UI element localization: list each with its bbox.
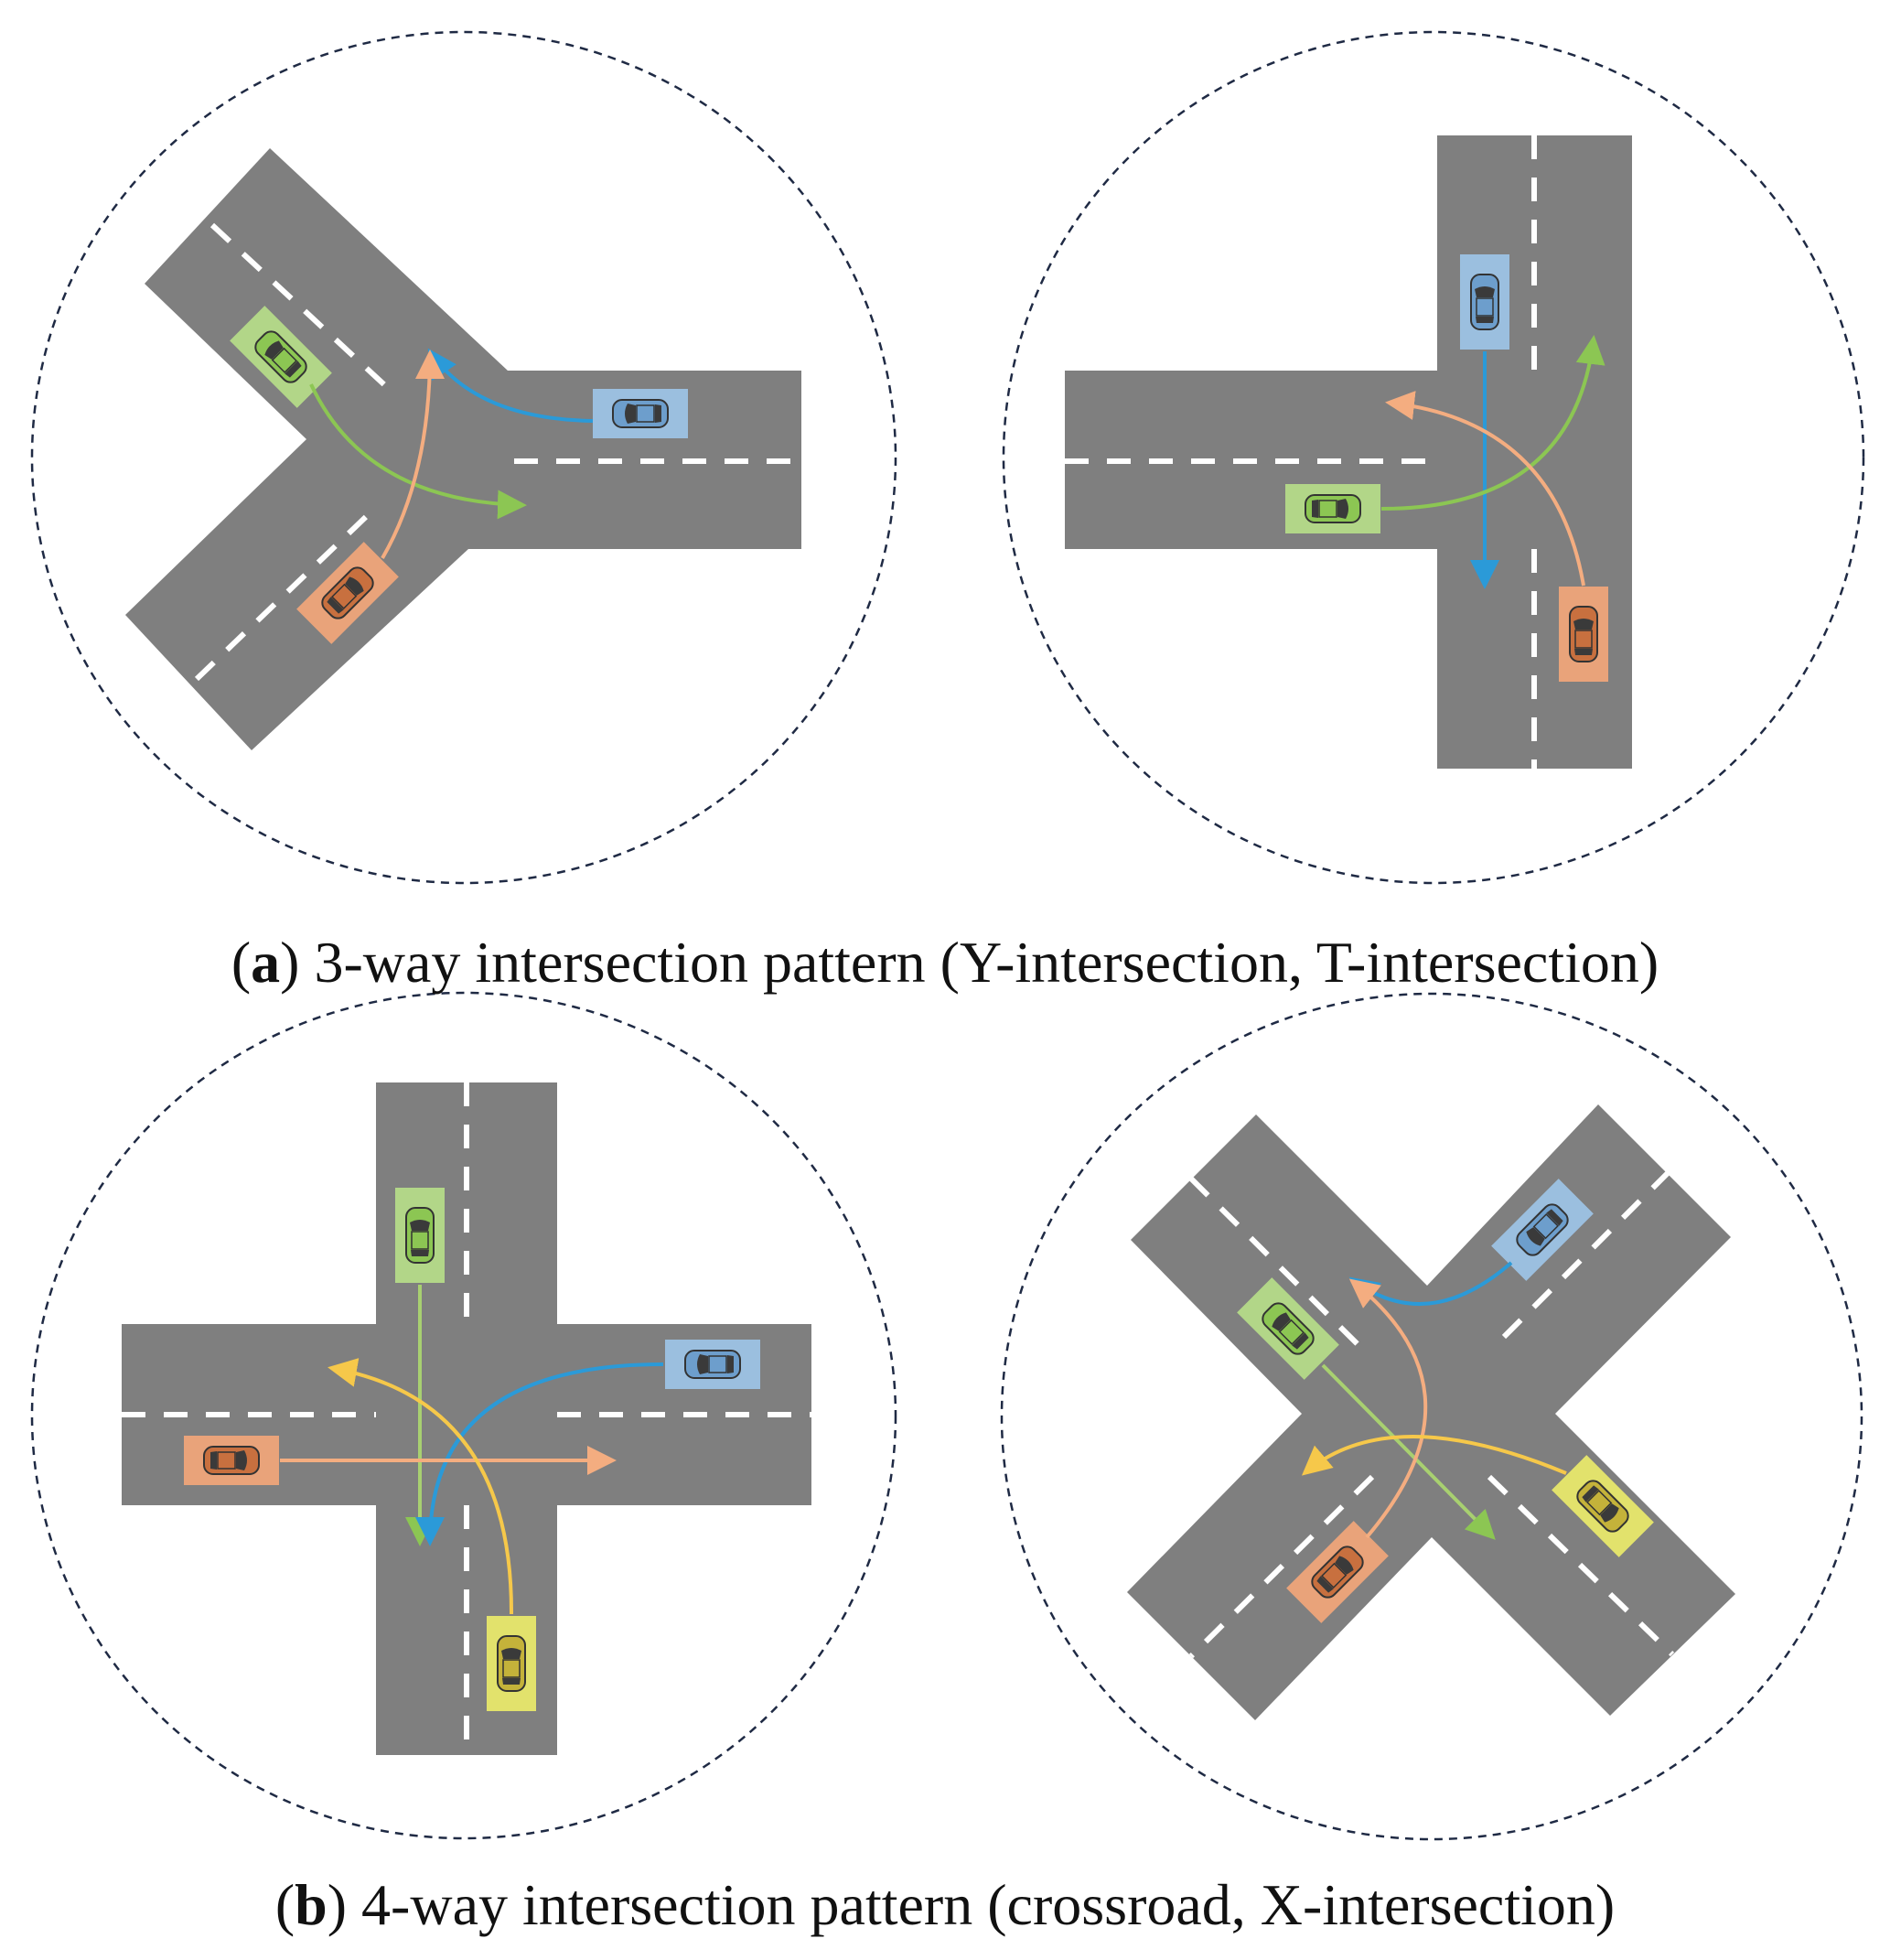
caption-b-text: 4-way intersection pattern (crossroad, X… [361, 1872, 1616, 1937]
panel-boundary [1002, 30, 1865, 885]
car-blue [593, 389, 688, 438]
car-blue [1491, 1179, 1594, 1281]
panel-y-intersection [30, 30, 897, 885]
car-green [1237, 1277, 1339, 1380]
lane-markings [122, 1082, 811, 1755]
car-yellow [1552, 1455, 1654, 1557]
path-yellow [328, 1358, 514, 1615]
car-yellow [487, 1616, 536, 1711]
lane-markings [1065, 135, 1537, 769]
path-orange [1348, 1278, 1428, 1539]
path-orange [1385, 391, 1585, 587]
panel-t-intersection [1002, 30, 1865, 885]
car-orange [296, 542, 399, 644]
path-green [309, 383, 527, 520]
caption-a-text: 3-way intersection pattern (Y-intersecti… [314, 930, 1659, 995]
path-green [1321, 1363, 1496, 1540]
caption-b-label: b [295, 1872, 328, 1937]
car-blue [665, 1340, 760, 1389]
panel-boundary [1000, 992, 1863, 1841]
panel-boundary [30, 30, 897, 885]
panel-boundary [30, 991, 897, 1840]
car-green [1285, 484, 1380, 533]
car-orange [1559, 587, 1608, 682]
path-yellow [1301, 1435, 1567, 1476]
path-orange [381, 350, 445, 559]
path-blue [415, 1362, 664, 1546]
car-green [230, 306, 332, 408]
car-blue [1460, 254, 1509, 350]
panel-crossroad [30, 991, 897, 1840]
caption-a: (a) 3-way intersection pattern (Y-inters… [231, 930, 1659, 995]
caption-b: (b) 4-way intersection pattern (crossroa… [274, 1872, 1616, 1937]
caption-a-label: a [251, 930, 281, 995]
panel-x-intersection [1000, 992, 1863, 1841]
car-green [395, 1188, 445, 1283]
lane-markings [1188, 1168, 1675, 1659]
car-orange [184, 1436, 279, 1485]
car-orange [1286, 1521, 1389, 1623]
road-network [125, 148, 801, 750]
lane-markings [194, 222, 801, 682]
